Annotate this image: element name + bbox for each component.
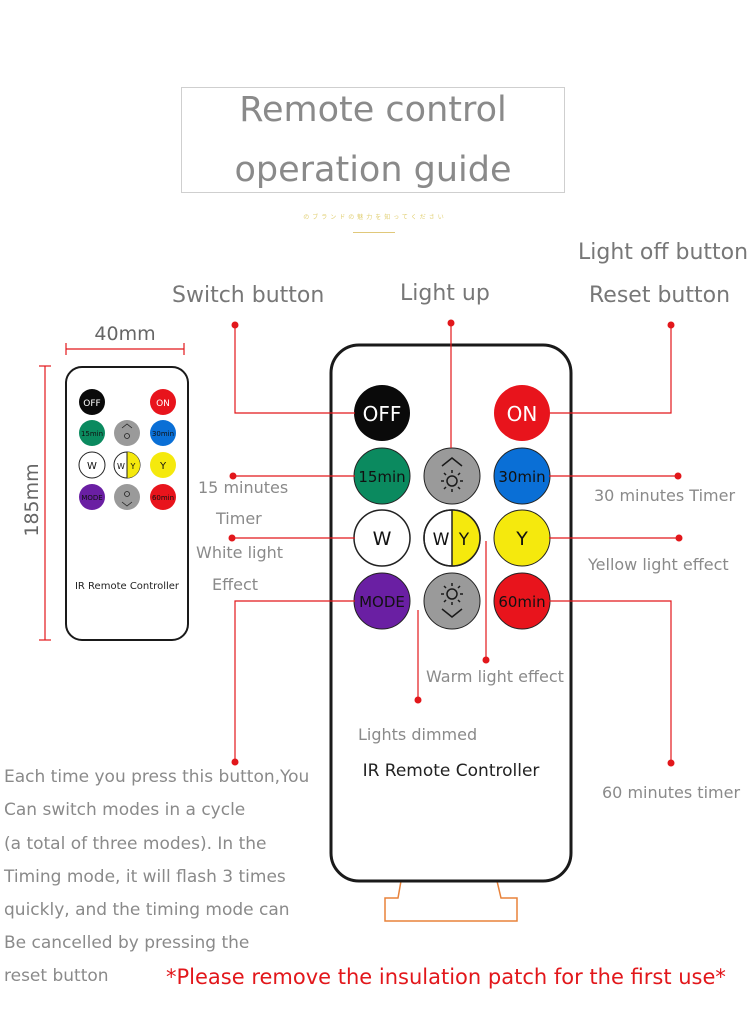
title-line-1: Remote control bbox=[239, 90, 507, 130]
label-reset: Reset button bbox=[589, 283, 731, 308]
title-box: Remote control operation guide bbox=[181, 87, 565, 193]
subtitle: のブランドの魅力を知ってください bbox=[303, 214, 447, 221]
leader-dots bbox=[228, 319, 683, 767]
description-line-1: Each time you press this button,You bbox=[4, 767, 310, 787]
off-button bbox=[354, 385, 410, 441]
small-30min-label: 30min bbox=[152, 430, 174, 438]
small-dim-button bbox=[114, 484, 140, 510]
small-warm-button bbox=[113, 451, 141, 479]
small-30min-button bbox=[150, 420, 176, 446]
timer-30min-label: 30min bbox=[498, 468, 545, 486]
label-15min-line2: Timer bbox=[216, 509, 262, 528]
small-mode-label: MODE bbox=[81, 494, 102, 502]
description-line-3: (a total of three modes). In the bbox=[4, 834, 267, 854]
off-button-label: OFF bbox=[363, 402, 402, 426]
small-brighten-icon bbox=[121, 423, 133, 439]
insulation-warning: *Please remove the insulation patch for … bbox=[166, 965, 726, 989]
description-line-7: reset button bbox=[4, 966, 109, 986]
small-yellow-button bbox=[150, 452, 176, 478]
label-switch: Switch button bbox=[172, 283, 325, 308]
label-white-line1: White light bbox=[196, 543, 284, 562]
small-dim-icon bbox=[121, 491, 133, 507]
small-on-label: ON bbox=[156, 399, 170, 409]
small-white-button bbox=[78, 451, 106, 479]
small-60min-label: 60min bbox=[152, 494, 174, 502]
label-light-off: Light off button bbox=[578, 240, 749, 265]
description-line-5: quickly, and the timing mode can bbox=[4, 900, 290, 920]
height-dimension-label: 185mm bbox=[21, 463, 43, 536]
description-line-2: Can switch modes in a cycle bbox=[4, 800, 246, 820]
subtitle-rule bbox=[353, 232, 395, 233]
width-dimension bbox=[65, 343, 185, 355]
title-line-2: operation guide bbox=[234, 150, 512, 190]
warm-light-button bbox=[423, 509, 481, 567]
brighten-icon bbox=[441, 457, 463, 492]
mode-button-label: MODE bbox=[359, 593, 405, 611]
description-line-6: Be cancelled by pressing the bbox=[4, 933, 250, 953]
small-warm-y-label: Y bbox=[130, 462, 136, 471]
warm-light-y-label: Y bbox=[458, 530, 470, 550]
small-white-label: W bbox=[87, 461, 97, 472]
small-warm-w-label: W bbox=[117, 462, 125, 471]
small-yellow-label: Y bbox=[159, 461, 167, 472]
label-white-line2: Effect bbox=[212, 575, 259, 594]
on-button-label: ON bbox=[507, 402, 538, 426]
description-line-4: Timing mode, it will flash 3 times bbox=[4, 867, 286, 887]
height-dimension bbox=[39, 365, 51, 641]
timer-15min-label: 15min bbox=[358, 468, 405, 486]
label-yellow: Yellow light effect bbox=[588, 555, 729, 574]
big-remote: OFF ON 15min 30min W W Y Y bbox=[329, 343, 573, 922]
label-15min-line1: 15 minutes bbox=[198, 478, 289, 497]
small-on-button bbox=[150, 389, 176, 415]
label-light-up: Light up bbox=[400, 281, 490, 306]
on-button bbox=[494, 385, 550, 441]
leader-lines bbox=[232, 323, 679, 763]
small-remote: OFF ON 15min 30min W W Y Y MODE bbox=[65, 366, 189, 641]
small-15min-label: 15min bbox=[81, 430, 103, 438]
small-15min-button bbox=[79, 420, 105, 446]
timer-60min-label: 60min bbox=[498, 593, 545, 611]
dim-button bbox=[423, 572, 481, 630]
label-dimmed: Lights dimmed bbox=[358, 725, 478, 744]
dim-icon bbox=[441, 583, 463, 618]
small-remote-caption: IR Remote Controller bbox=[75, 581, 180, 592]
width-dimension-label: 40mm bbox=[94, 323, 155, 345]
small-off-label: OFF bbox=[83, 399, 100, 409]
small-mode-button bbox=[79, 484, 105, 510]
small-off-button bbox=[79, 389, 105, 415]
warm-light-w-label: W bbox=[433, 530, 450, 550]
battery-tab bbox=[384, 880, 518, 922]
big-remote-caption: IR Remote Controller bbox=[363, 761, 540, 781]
small-brighten-button bbox=[114, 420, 140, 446]
label-30min: 30 minutes Timer bbox=[594, 486, 736, 505]
small-60min-button bbox=[150, 484, 176, 510]
label-warm: Warm light effect bbox=[426, 667, 564, 686]
white-light-label: W bbox=[373, 528, 392, 550]
label-60min: 60 minutes timer bbox=[602, 783, 741, 802]
yellow-light-label: Y bbox=[515, 528, 528, 550]
